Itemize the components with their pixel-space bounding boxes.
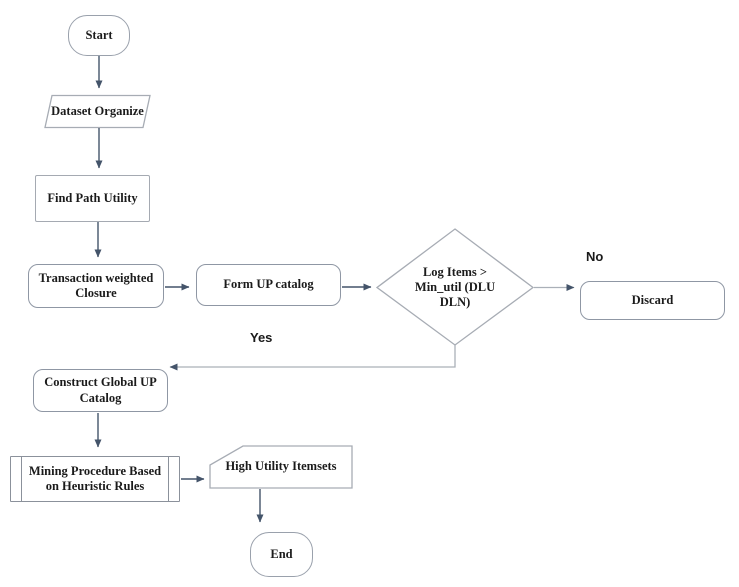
- mining-procedure-label: Mining Procedure Based on Heuristic Rule…: [28, 463, 162, 493]
- find-path-utility-label: Find Path Utility: [47, 190, 138, 205]
- mining-procedure-node: Mining Procedure Based on Heuristic Rule…: [10, 456, 180, 502]
- discard-label: Discard: [631, 292, 674, 307]
- high-utility-itemsets-label: High Utility Itemsets: [225, 459, 337, 474]
- find-path-utility-node: Find Path Utility: [35, 175, 150, 222]
- high-utility-itemsets-shape: [209, 445, 353, 489]
- construct-global-up-catalog-node: Construct Global UP Catalog: [33, 369, 168, 412]
- yes-branch-label: Yes: [250, 330, 273, 345]
- end-node: End: [250, 532, 313, 577]
- discard-node: Discard: [580, 281, 725, 320]
- dataset-organize-label: Dataset Organize: [51, 103, 144, 118]
- decision-label: Log Items > Min_util (DLU DLN): [414, 264, 496, 310]
- transaction-weighted-closure-label: Transaction weighted Closure: [38, 270, 154, 300]
- no-branch-label: No: [586, 249, 604, 264]
- form-up-catalog-node: Form UP catalog: [196, 264, 341, 306]
- construct-global-up-catalog-label: Construct Global UP Catalog: [44, 375, 157, 405]
- predefined-left-bar: [21, 457, 22, 501]
- transaction-weighted-closure-node: Transaction weighted Closure: [28, 264, 164, 308]
- start-label: Start: [85, 27, 113, 42]
- end-label: End: [270, 546, 293, 561]
- arrow-decision-to-construct: [169, 345, 456, 371]
- dataset-organize-shape: [44, 94, 151, 129]
- form-up-catalog-label: Form UP catalog: [223, 277, 314, 292]
- start-node: Start: [68, 15, 130, 56]
- predefined-right-bar: [168, 457, 169, 501]
